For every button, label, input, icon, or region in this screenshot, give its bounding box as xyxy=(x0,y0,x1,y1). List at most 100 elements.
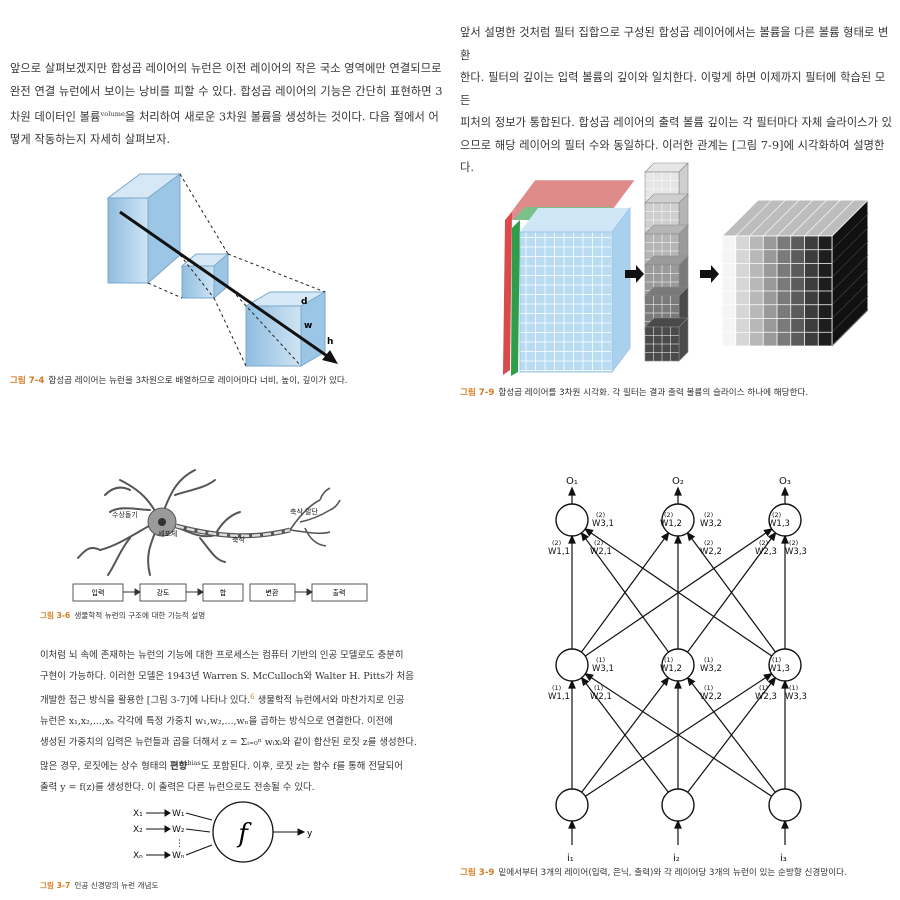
caption-number: 그림 3-6 xyxy=(40,611,71,620)
layer-superscript: (2) xyxy=(596,511,605,519)
weight-label: W2,1 xyxy=(590,547,612,557)
arrowhead xyxy=(674,679,682,689)
text-span: 을 처리하여 새로운 3차원 볼륨을 생성하는 것이다. 다음 절에서 어 xyxy=(124,110,439,124)
arrowhead xyxy=(767,676,777,687)
text-line: 한다. 필터의 깊이는 입력 볼륨의 깊이와 일치한다. 이렇게 하면 이제까지… xyxy=(460,71,886,107)
body-text-7-9: 앞서 설명한 것처럼 필터 집합으로 구성된 합성곱 레이어에서는 볼륨을 다른… xyxy=(460,22,895,180)
dendrite-label: 수상돌기 xyxy=(112,510,138,519)
text-line: 떻게 작동하는지 자세히 살펴보자. xyxy=(10,133,171,147)
text-line: 앞으로 살펴보겠지만 합성곱 레이어의 뉴런은 이전 레이어의 작은 국소 영역… xyxy=(10,62,442,75)
page-top-left: 앞으로 살펴보겠지만 합성곱 레이어의 뉴런은 이전 레이어의 작은 국소 영역… xyxy=(0,0,450,450)
arrowhead xyxy=(686,676,696,687)
footnote-term: volume xyxy=(100,110,125,118)
connection-edge xyxy=(584,528,773,657)
page-bottom-left: 수상돌기 세포체 축삭 축삭 말단 입력 강도 합 변환 출력 X₁ X₂ ⋮ … xyxy=(0,450,450,900)
weight-label: W1,3 xyxy=(768,664,790,674)
output-volume xyxy=(720,198,870,348)
flow-output: 출력 xyxy=(333,588,346,597)
text-line: 뉴런은 x₁,x₂,...,xₙ 각각에 특정 가중치 w₁,w₂,...,wₙ… xyxy=(40,716,393,728)
weight-label: W3,3 xyxy=(785,692,807,702)
layer-superscript: (2) xyxy=(772,511,781,519)
caption-text: 생물학적 뉴런의 구조에 대한 기능적 설명 xyxy=(74,611,206,620)
flow-transform: 변환 xyxy=(266,588,279,597)
text-line: 이처럼 뇌 속에 존재하는 뉴런의 기능에 대한 프로세스는 컴퓨터 기반의 인… xyxy=(40,650,404,661)
caption-number: 그림 7-9 xyxy=(460,388,495,398)
body-text-3-7: 이처럼 뇌 속에 존재하는 뉴런의 기능에 대한 프로세스는 컴퓨터 기반의 인… xyxy=(40,645,440,798)
caption-number: 그림 3-9 xyxy=(460,868,495,878)
layer-superscript: (1) xyxy=(664,656,673,664)
text-line: 차원 데이터인 볼륨volume을 처리하여 새로운 3차원 볼륨을 생성하는 … xyxy=(10,103,445,129)
weight-label: W2,3 xyxy=(755,547,777,557)
weight-label: W3,2 xyxy=(700,664,722,674)
arrowhead xyxy=(781,534,789,544)
text-span: 개발한 접근 방식을 활용한 [그림 3-7]에 나타나 있다. xyxy=(40,695,251,707)
neuron-node xyxy=(661,788,695,822)
width-label: w xyxy=(304,321,312,331)
text-line: 생성된 가중치의 입력은 뉴런들과 곱을 더해서 z = Σᵢ₌₀ⁿ wᵢxᵢ와… xyxy=(40,737,417,749)
layer-superscript: (2) xyxy=(704,539,713,547)
flow-strength: 강도 xyxy=(157,588,170,597)
input-x2: X₂ xyxy=(133,825,143,835)
arrowhead xyxy=(674,534,682,544)
connection-edge xyxy=(581,677,669,793)
text-span: 많은 경우, 로짓에는 상수 형태의 xyxy=(40,761,168,773)
arrowhead xyxy=(763,528,774,537)
layer-superscript: (1) xyxy=(704,684,713,692)
neuron-node xyxy=(555,788,589,822)
text-line: 구현이 가능하다. 이러한 모델은 1943년 Warren S. McCull… xyxy=(40,671,414,682)
connection-edge xyxy=(580,532,670,653)
input-xn: Xₙ xyxy=(133,851,143,861)
layer-superscript: (1) xyxy=(789,684,798,692)
flow-input: 입력 xyxy=(92,589,105,597)
layer-superscript: (2) xyxy=(552,539,561,547)
weight-label: W1,1 xyxy=(548,547,570,557)
neuron-node xyxy=(555,648,589,682)
layer-superscript: (1) xyxy=(552,684,561,692)
layer-superscript: (1) xyxy=(594,684,603,692)
footnote-term: bias xyxy=(187,759,201,768)
height-label: h xyxy=(327,337,333,347)
connection-edge xyxy=(585,673,772,797)
weight-label: W3,1 xyxy=(592,519,614,529)
soma-label: 세포체 xyxy=(158,529,177,538)
weight-label: W2,2 xyxy=(700,547,722,557)
weight-w1: W₁ xyxy=(172,809,185,819)
caption-number: 그림 3-7 xyxy=(40,881,71,890)
caption-number: 그림 7-4 xyxy=(10,376,45,386)
text-line: 많은 경우, 로짓에는 상수 형태의 편향bias도 포함된다. 이후, 로짓 … xyxy=(40,753,440,777)
weight-wn: Wₙ xyxy=(172,851,185,861)
arrowhead xyxy=(580,531,590,542)
connection-edge xyxy=(687,532,776,653)
neuron-node xyxy=(661,503,695,537)
output-label: O₃ xyxy=(779,476,791,487)
arrowhead xyxy=(568,679,576,689)
arrowhead xyxy=(763,672,773,682)
caption-text: 합성곱 레이어를 3차원 시각화. 각 필터는 결과 출력 볼륨의 슬라이스 하… xyxy=(498,388,809,398)
page-top-right: 앞서 설명한 것처럼 필터 집합으로 구성된 합성곱 레이어에서는 볼륨을 다른… xyxy=(450,0,900,450)
neuron-node xyxy=(768,788,802,822)
neuron-node xyxy=(768,503,802,537)
text-span: 도 포함된다. 이후, 로짓 z는 함수 f를 통해 전달되어 xyxy=(200,761,403,773)
weight-label: W2,1 xyxy=(590,692,612,702)
layer-superscript: (1) xyxy=(772,656,781,664)
arrowhead xyxy=(583,528,594,537)
arrowhead xyxy=(781,819,789,829)
text-span: 생물학적 뉴런에서와 마찬가지로 인공 xyxy=(257,695,405,707)
neuron-node xyxy=(555,503,589,537)
arrowhead xyxy=(660,676,670,687)
axon-label: 축삭 xyxy=(232,535,245,544)
arrowhead xyxy=(781,679,789,689)
weight-label: W3,2 xyxy=(700,519,722,529)
arrowhead xyxy=(660,531,670,542)
layer-superscript: (2) xyxy=(664,511,673,519)
input-ellipsis: ⋮ xyxy=(175,839,184,849)
input-label: i₂ xyxy=(673,853,680,864)
flow-sum: 합 xyxy=(220,588,227,597)
text-line: 출력 y = f(z)를 생성한다. 이 출력은 다른 뉴런으로도 전송될 수 … xyxy=(40,782,315,794)
neuron-node xyxy=(661,648,695,682)
weight-label: W3,1 xyxy=(592,664,614,674)
caption-text: 밑에서부터 3개의 레이어(입력, 은닉, 출력)와 각 레이어당 3개의 뉴런… xyxy=(498,868,847,878)
